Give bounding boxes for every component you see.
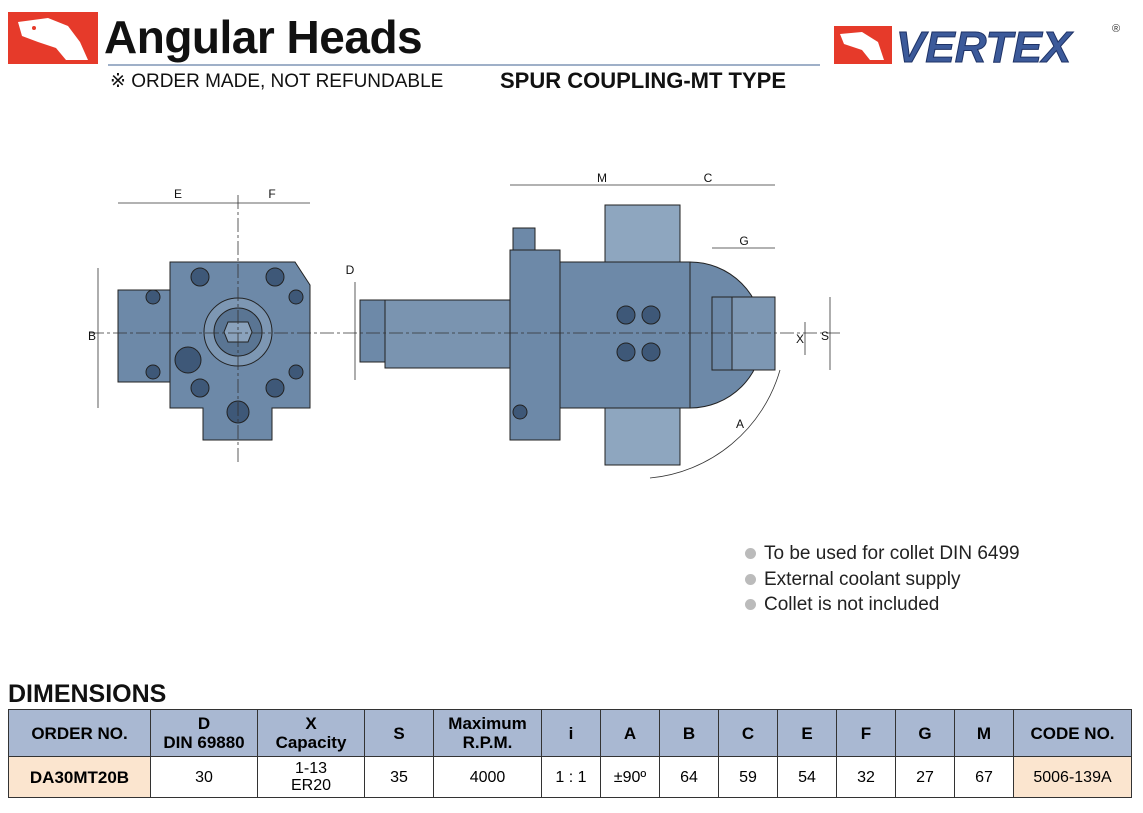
cell-b: 64: [659, 756, 719, 798]
cell-i: 1 : 1: [541, 756, 601, 798]
cell-code-no: 5006-139A: [1013, 756, 1132, 798]
note-item: Collet is not included: [745, 592, 1020, 618]
bullet-icon: [745, 573, 756, 585]
label-c: C: [704, 171, 713, 185]
vertex-logo: VERTEX ®: [832, 20, 1122, 73]
feature-notes: To be used for collet DIN 6499 External …: [745, 541, 1020, 618]
col-code-no: CODE NO.: [1013, 709, 1132, 757]
col-b: B: [659, 709, 719, 757]
label-b: B: [88, 329, 96, 343]
label-s: S: [821, 329, 829, 343]
col-a: A: [600, 709, 660, 757]
col-i: i: [541, 709, 601, 757]
bullet-icon: [745, 548, 756, 560]
title-rule: [108, 64, 820, 66]
cell-e: 54: [777, 756, 837, 798]
cell-g: 27: [895, 756, 955, 798]
cell-m: 67: [954, 756, 1014, 798]
note-text: External coolant supply: [764, 568, 961, 590]
registered-mark: ®: [1112, 23, 1120, 35]
page-title: Angular Heads: [104, 11, 423, 63]
dimensions-title: DIMENSIONS: [8, 680, 167, 708]
label-m: M: [597, 171, 607, 185]
col-e: E: [777, 709, 837, 757]
cell-order-no: DA30MT20B: [8, 756, 151, 798]
cell-d: 30: [150, 756, 258, 798]
brand-name: VERTEX: [896, 23, 1074, 68]
col-c: C: [718, 709, 778, 757]
cell-rpm: 4000: [433, 756, 542, 798]
eagle-logo: [8, 12, 98, 64]
note-text: To be used for collet DIN 6499: [764, 543, 1020, 564]
cell-s: 35: [364, 756, 434, 798]
label-e: E: [174, 187, 182, 201]
cell-f: 32: [836, 756, 896, 798]
col-s: S: [364, 709, 434, 757]
label-d: D: [346, 263, 355, 277]
note-text: Collet is not included: [764, 594, 940, 615]
side-view: [359, 204, 776, 466]
label-g: G: [739, 234, 748, 248]
col-m: M: [954, 709, 1014, 757]
front-view: [117, 261, 311, 441]
col-order-no: ORDER NO.: [8, 709, 151, 757]
col-g: G: [895, 709, 955, 757]
bullet-icon: [745, 599, 756, 611]
product-subtitle: SPUR COUPLING-MT TYPE: [500, 68, 787, 93]
technical-drawing: E F B D M C G X S A: [88, 171, 840, 479]
order-notice: ※ ORDER MADE, NOT REFUNDABLE: [110, 71, 444, 92]
col-f: F: [836, 709, 896, 757]
label-a: A: [736, 417, 744, 431]
cell-a: ±90º: [600, 756, 660, 798]
note-item: External coolant supply: [745, 567, 1020, 593]
note-item: To be used for collet DIN 6499: [745, 541, 1020, 567]
label-x: X: [796, 332, 804, 346]
label-f: F: [268, 187, 275, 201]
cell-c: 59: [718, 756, 778, 798]
